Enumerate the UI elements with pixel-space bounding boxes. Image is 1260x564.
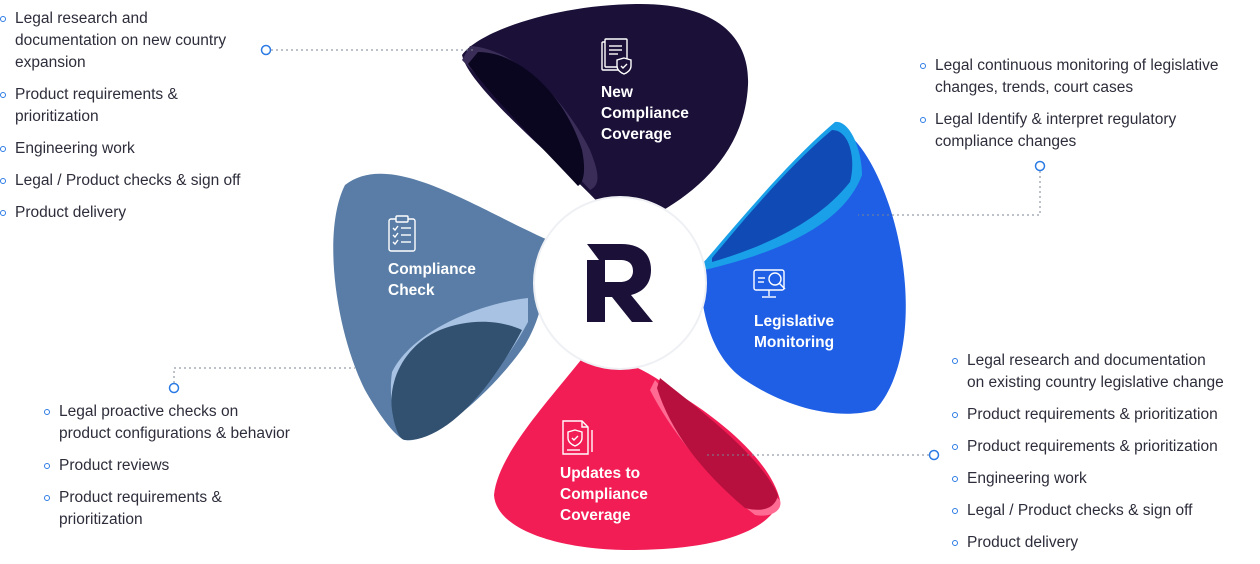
connector-lines [173, 49, 1041, 456]
list-legislative-monitoring: Legal continuous monitoring of legislati… [920, 55, 1255, 163]
petal-title-compliance-check: Compliance Check [388, 261, 476, 299]
brand-logo [587, 244, 653, 322]
list-item: Product delivery [0, 202, 262, 224]
petal-title-updates-compliance-coverage: Updates to Compliance Coverage [560, 465, 648, 524]
list-item: Legal research and documentation on exis… [952, 350, 1257, 394]
list-item: Legal research and documentation on new … [0, 8, 262, 74]
list-item: Legal / Product checks & sign off [0, 170, 262, 192]
document-shield-icon [601, 38, 632, 75]
connector-dots [168, 44, 1046, 461]
petal-title-legislative-monitoring: Legislative Monitoring [754, 313, 835, 351]
clipboard-checklist-icon [388, 215, 416, 252]
list-item: Legal / Product checks & sign off [952, 500, 1257, 522]
list-item: Product requirements & prioritization [0, 84, 262, 128]
petal-compliance-check [333, 173, 548, 441]
list-item: Engineering work [952, 468, 1257, 490]
list-item: Legal Identify & interpret regulatory co… [920, 109, 1255, 153]
list-compliance-check: Legal proactive checks on product config… [44, 401, 334, 541]
list-item: Engineering work [0, 138, 262, 160]
list-item: Product requirements & prioritization [952, 404, 1257, 426]
list-updates-compliance-coverage: Legal research and documentation on exis… [952, 350, 1257, 564]
petal-updates-compliance-coverage [494, 355, 781, 550]
petal-legislative-monitoring [700, 121, 906, 414]
petal-new-compliance-coverage [462, 4, 749, 215]
petal-title-new-compliance-coverage: New Compliance Coverage [601, 84, 689, 143]
list-item: Legal proactive checks on product config… [44, 401, 334, 445]
document-check-icon [562, 420, 593, 455]
list-item: Legal continuous monitoring of legislati… [920, 55, 1255, 99]
list-item: Product requirements & prioritization [952, 436, 1257, 458]
list-item: Product requirements & prioritization [44, 487, 334, 531]
list-item: Product delivery [952, 532, 1257, 554]
list-new-compliance-coverage: Legal research and documentation on new … [0, 8, 262, 234]
list-item: Product reviews [44, 455, 334, 477]
monitor-search-icon [753, 269, 786, 298]
